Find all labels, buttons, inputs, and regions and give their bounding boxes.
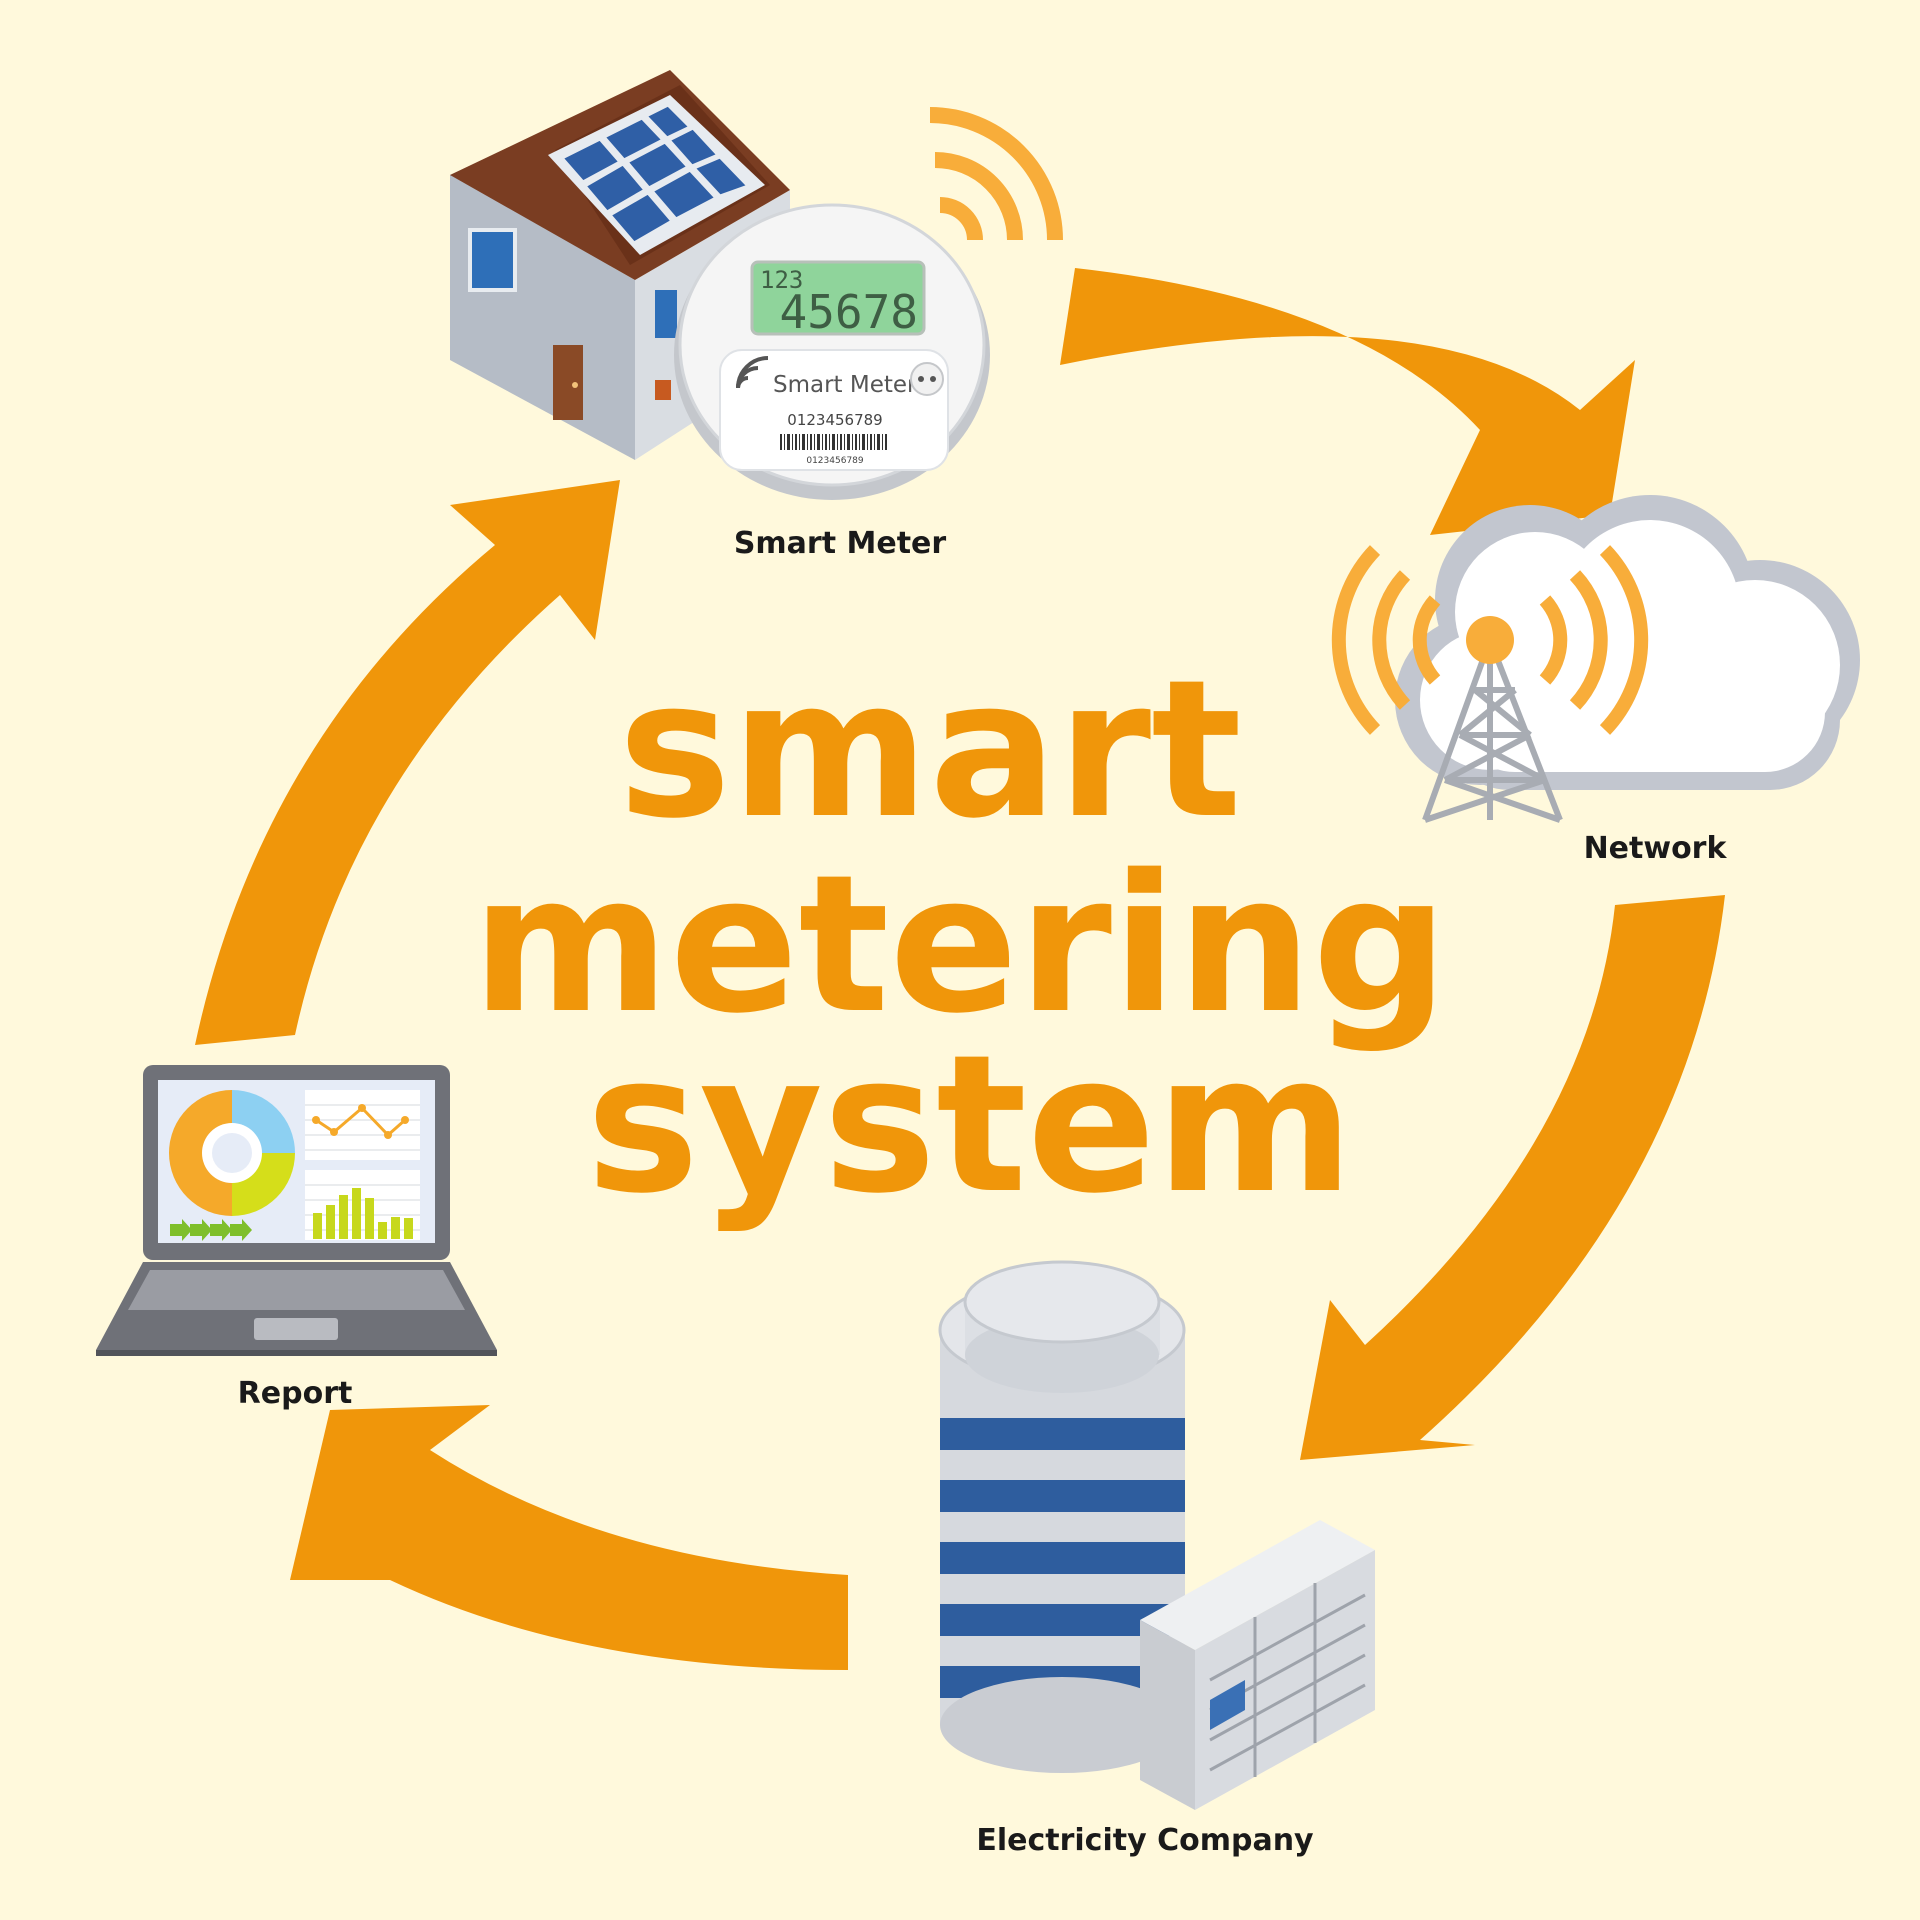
solar-panel-icon [548, 95, 765, 255]
arrow-report-to-meter [195, 480, 620, 1045]
label-electricity-company: Electricity Company [976, 1823, 1314, 1858]
meter-serial: 0123456789 [787, 411, 882, 429]
server-screen [1210, 1680, 1245, 1730]
house-door [553, 345, 583, 420]
donut-chart-icon [169, 1090, 295, 1216]
label-report: Report [238, 1376, 353, 1411]
meter-barcode [780, 434, 887, 450]
wifi-signal-icon [929, 107, 1063, 241]
line-chart-icon [305, 1090, 420, 1160]
server-rack-icon [1140, 1520, 1375, 1810]
title-line-1: smart [618, 639, 1242, 860]
arrow-company-to-report [290, 1405, 848, 1670]
meter-display [750, 260, 926, 336]
cloud-icon [1395, 495, 1860, 790]
progress-arrows [170, 1219, 252, 1241]
meter-wifi-icon [736, 356, 769, 389]
smart-meter-icon: 123 45678 Smart Meter 0123456789 0123456… [674, 203, 990, 500]
database-icon [938, 1260, 1186, 1773]
label-smart-meter: Smart Meter [734, 526, 947, 561]
label-network: Network [1584, 831, 1728, 866]
cycle-arrows [195, 268, 1725, 1670]
arrow-meter-to-network [1060, 268, 1635, 535]
title-line-2: metering [472, 834, 1449, 1055]
house-window [655, 290, 677, 338]
arrow-network-to-company [1300, 895, 1725, 1460]
title-group: smart metering system [472, 639, 1449, 1235]
title-line-3: system [586, 1014, 1354, 1235]
laptop-trackpad [254, 1318, 338, 1340]
tower-beacon [1466, 616, 1514, 664]
meter-display-large: 45678 [780, 285, 918, 339]
meter-brand: Smart Meter [773, 372, 917, 398]
meter-barcode-text: 0123456789 [806, 456, 864, 466]
house-window [468, 228, 517, 292]
radio-waves-icon [1331, 545, 1649, 735]
meter-display-small: 123 [760, 266, 803, 294]
radio-tower-icon [1422, 616, 1563, 823]
bar-chart-icon [305, 1170, 420, 1240]
laptop-icon [96, 1065, 497, 1356]
